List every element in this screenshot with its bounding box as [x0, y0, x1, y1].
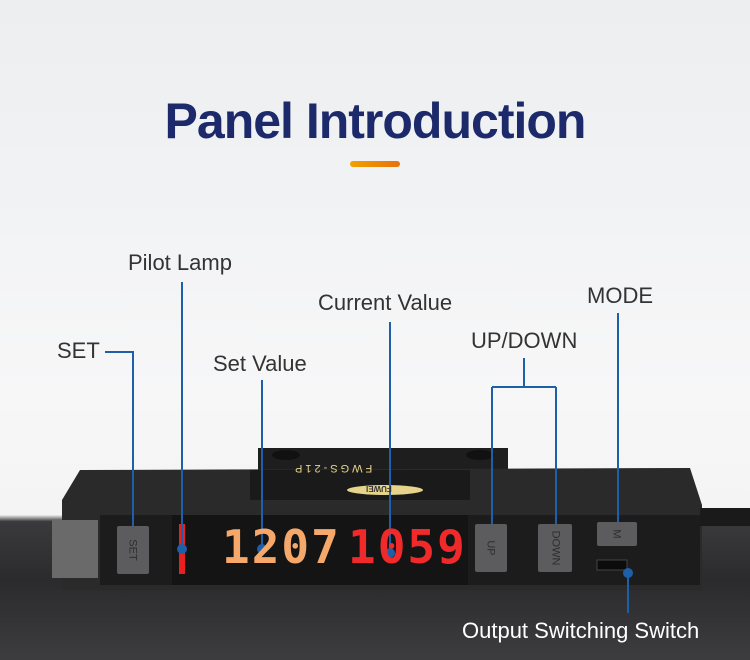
- label-pilot-lamp: Pilot Lamp: [128, 250, 232, 275]
- brand-badge: [347, 485, 423, 495]
- cable: [700, 508, 750, 526]
- label-current-value: Current Value: [318, 290, 453, 315]
- display-window: [172, 515, 468, 585]
- mount-hole: [466, 450, 494, 460]
- label-output-switch: Output Switching Switch: [462, 618, 700, 643]
- up-button[interactable]: UP: [475, 524, 507, 572]
- down-button[interactable]: DOWN: [538, 524, 572, 572]
- set-button[interactable]: SET: [117, 526, 149, 574]
- leader-dot: [177, 544, 187, 554]
- set-value-display: 1207: [222, 520, 341, 574]
- leader-line-set: [105, 351, 134, 549]
- label-set-value: Set Value: [213, 351, 307, 376]
- side-clip: [52, 520, 98, 578]
- leader-dot: [623, 568, 633, 578]
- mode-button-label: M: [610, 529, 623, 539]
- title-underline: [350, 161, 400, 167]
- leader-dot: [385, 548, 395, 558]
- set-button-label: SET: [127, 539, 139, 561]
- leader-line-up-down: [491, 358, 557, 544]
- leader-dot: [257, 544, 267, 554]
- down-button-label: DOWN: [549, 530, 562, 566]
- model-text: FWGS-21P: [292, 462, 373, 474]
- output-switch: [596, 559, 628, 571]
- up-button-label: UP: [485, 540, 497, 556]
- current-value-display: 1059: [348, 520, 467, 574]
- mode-button[interactable]: M: [597, 522, 637, 546]
- mount-hole: [272, 450, 300, 460]
- page-title: Panel Introduction: [164, 93, 587, 149]
- label-up-down: UP/DOWN: [471, 328, 578, 353]
- label-mode: MODE: [587, 283, 653, 308]
- label-set: SET: [57, 338, 100, 363]
- brand-text: FUWEI: [366, 484, 392, 493]
- label-plate: [250, 470, 470, 500]
- leader-lines: [105, 282, 629, 613]
